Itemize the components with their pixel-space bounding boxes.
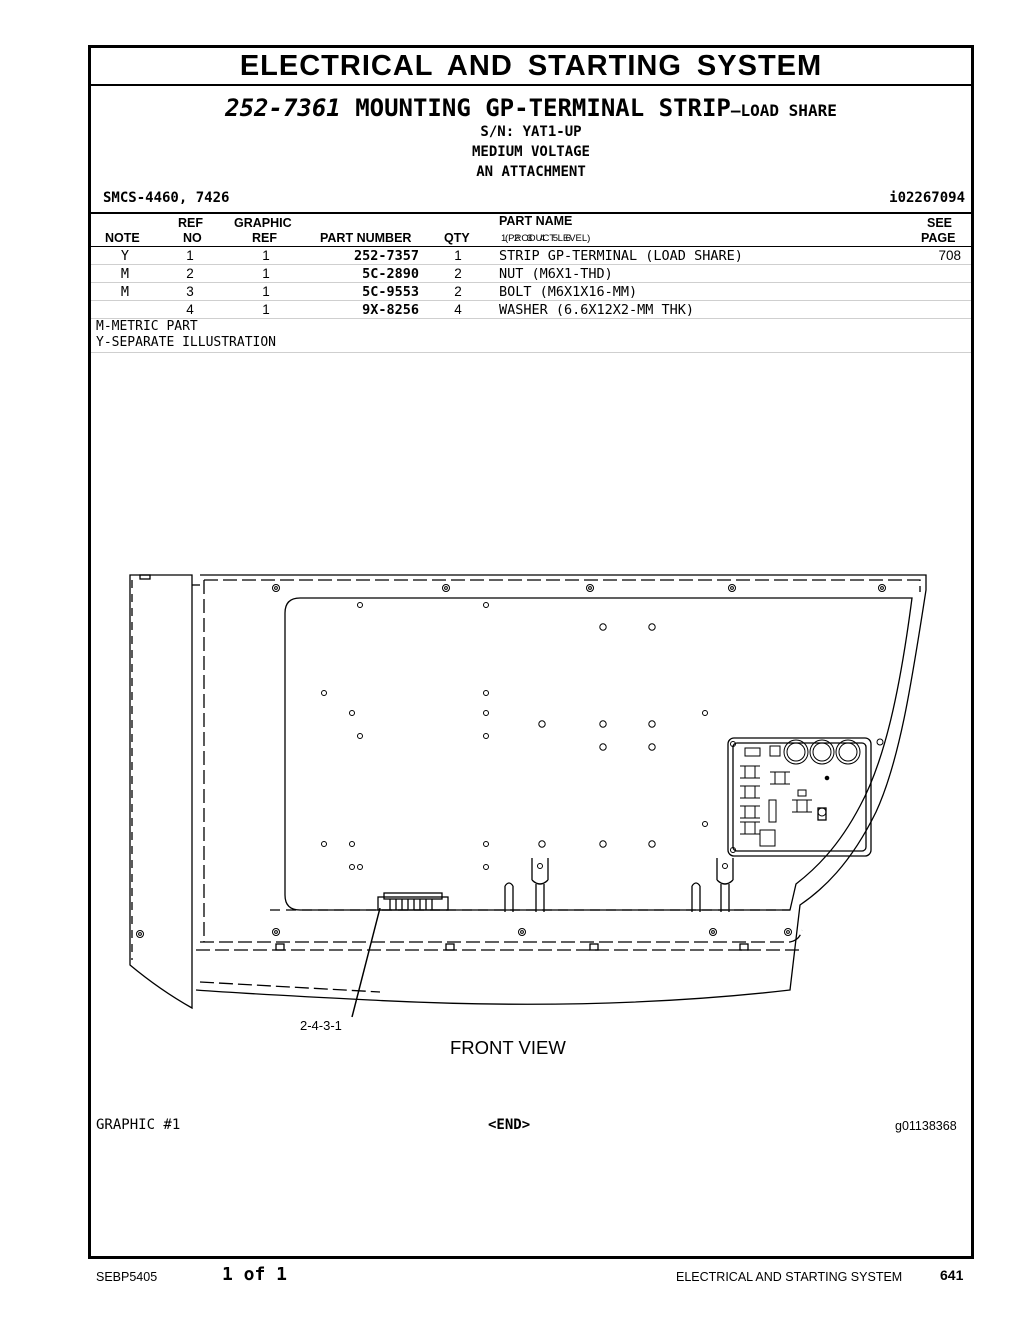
graphic-label: GRAPHIC #1 — [96, 1117, 181, 1133]
table-row: M 2 1 5C-2890 2 NUT (M6X1-THD) — [91, 265, 971, 283]
table-header: NOTE REF NO GRAPHIC REF PART NUMBER QTY … — [91, 214, 971, 247]
note-metric: M-METRIC PART — [96, 319, 198, 334]
footer-section: ELECTRICAL AND STARTING SYSTEM — [676, 1270, 903, 1284]
cell-part-name: WASHER (6.6X12X2-MM THK) — [499, 302, 695, 318]
col-ref-top: REF — [178, 216, 203, 230]
table-row: Y 1 1 252-7357 1 STRIP GP-TERMINAL (LOAD… — [91, 247, 971, 265]
col-ref-bottom: NO — [183, 231, 202, 245]
product-levels: 1 2 3 4 5 6 — [501, 233, 571, 244]
cell-graphic-ref: 1 — [262, 248, 270, 263]
cell-graphic-ref: 1 — [262, 284, 270, 299]
end-label: <END> — [488, 1117, 531, 1133]
view-label: FRONT VIEW — [450, 1037, 566, 1058]
cell-ref: 2 — [186, 266, 194, 281]
group-header: 252-7361 MOUNTING GP-TERMINAL STRIP—LOAD… — [91, 86, 971, 214]
cell-qty: 2 — [454, 284, 462, 299]
cell-part-name: STRIP GP-TERMINAL (LOAD SHARE) — [499, 248, 743, 264]
info-id: i02267094 — [889, 190, 965, 206]
group-title: 252-7361 MOUNTING GP-TERMINAL STRIP—LOAD… — [91, 94, 971, 122]
table-row: M 3 1 5C-9553 2 BOLT (M6X1X16-MM) — [91, 283, 971, 301]
cell-see-page[interactable]: 708 — [938, 248, 961, 263]
notes-legend: M-METRIC PART Y-SEPARATE ILLUSTRATION — [91, 319, 971, 353]
serial-number: S/N: YAT1-UP — [480, 124, 582, 140]
cell-graphic-ref: 1 — [262, 302, 270, 317]
group-line-2: MEDIUM VOLTAGE — [471, 144, 590, 160]
product-level-label: (PRODUCT LEVEL) — [505, 233, 591, 244]
parts-table-body: Y 1 1 252-7357 1 STRIP GP-TERMINAL (LOAD… — [91, 247, 971, 319]
section-title-bar: ELECTRICAL AND STARTING SYSTEM — [91, 48, 971, 86]
cell-ref: 3 — [186, 284, 194, 299]
group-line-3: AN ATTACHMENT — [476, 164, 586, 180]
cell-ref: 4 — [186, 302, 194, 317]
group-suffix: —LOAD SHARE — [730, 101, 837, 120]
section-title: ELECTRICAL AND STARTING SYSTEM — [239, 49, 823, 82]
cell-note: M — [120, 266, 130, 282]
col-part-number: PART NUMBER — [320, 231, 412, 245]
col-note: NOTE — [105, 231, 140, 245]
table-row: 4 1 9X-8256 4 WASHER (6.6X12X2-MM THK) — [91, 301, 971, 319]
cell-graphic-ref: 1 — [262, 266, 270, 281]
cell-note: M — [120, 284, 130, 300]
graphic-id: g01138368 — [895, 1119, 957, 1133]
group-name: MOUNTING GP-TERMINAL STRIP — [355, 94, 731, 122]
col-see-bottom: PAGE — [921, 231, 956, 245]
cell-part-number[interactable]: 9X-8256 — [362, 302, 419, 318]
cell-qty: 4 — [454, 302, 462, 317]
cell-part-number[interactable]: 252-7357 — [353, 248, 419, 264]
page-of: 1 of 1 — [222, 1264, 288, 1285]
col-graphic-top: GRAPHIC — [234, 216, 292, 230]
cell-part-number[interactable]: 5C-9553 — [362, 284, 419, 300]
smcs-code: SMCS-4460, 7426 — [103, 190, 230, 206]
note-separate-illustration: Y-SEPARATE ILLUSTRATION — [96, 334, 277, 350]
cell-part-number[interactable]: 5C-2890 — [362, 266, 419, 282]
cell-note: Y — [120, 248, 130, 264]
col-graphic-bottom: REF — [252, 231, 277, 245]
group-part-number: 252-7361 — [225, 94, 341, 122]
doc-number: SEBP5405 — [96, 1270, 158, 1284]
col-see-top: SEE — [927, 216, 953, 230]
cell-qty: 2 — [454, 266, 462, 281]
callout-label: 2-4-3-1 — [300, 1018, 342, 1033]
col-part-name: PART NAME — [499, 214, 573, 228]
cell-part-name: NUT (M6X1-THD) — [499, 266, 613, 282]
cell-qty: 1 — [454, 248, 462, 263]
cell-part-name: BOLT (M6X1X16-MM) — [499, 284, 638, 300]
page-number: 641 — [940, 1267, 964, 1283]
cell-ref: 1 — [186, 248, 194, 263]
col-qty: QTY — [444, 231, 470, 245]
page-frame: ELECTRICAL AND STARTING SYSTEM 252-7361 … — [88, 45, 974, 1259]
